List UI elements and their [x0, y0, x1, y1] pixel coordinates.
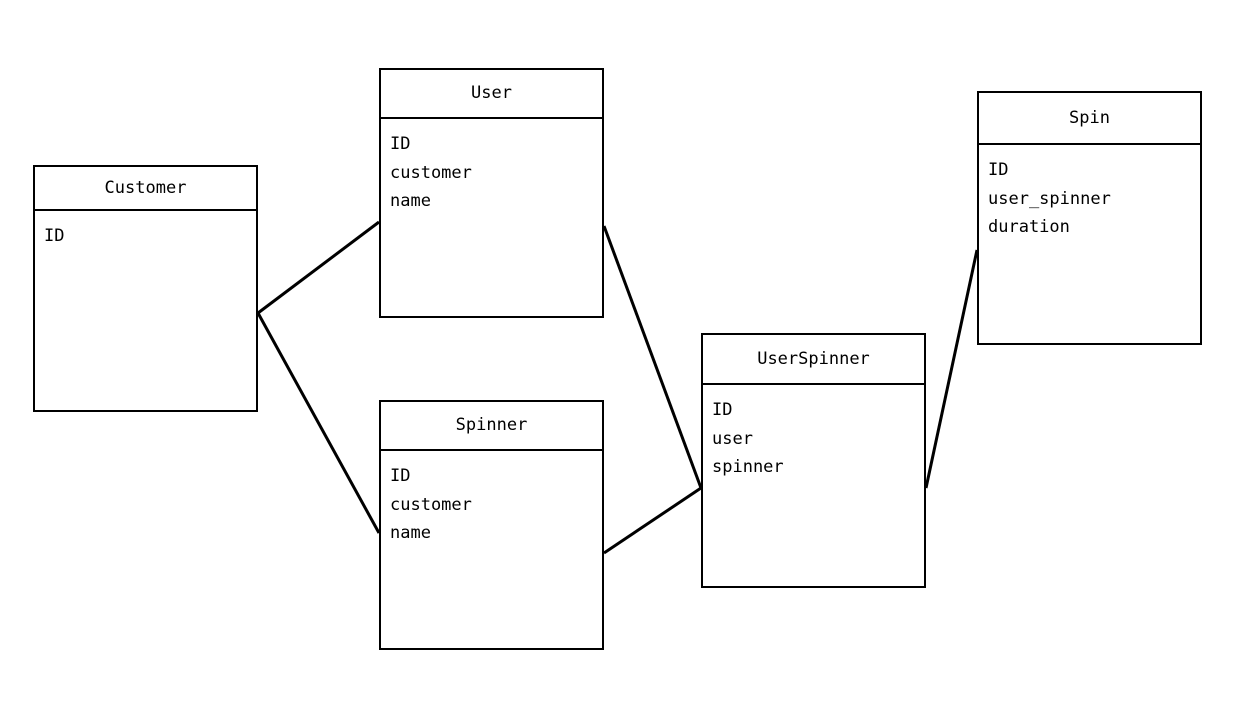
entity-spinner[interactable]: Spinner ID customer name: [379, 400, 604, 650]
edge-customer-to-spinner: [256, 312, 381, 534]
field-userspinner-id: ID: [712, 400, 733, 420]
entity-user-fields: ID customer name: [381, 119, 602, 216]
entity-customer[interactable]: Customer ID: [33, 165, 258, 412]
entity-user[interactable]: User ID customer name: [379, 68, 604, 318]
entity-customer-fields: ID: [35, 211, 256, 251]
field-spinner-name: name: [390, 523, 431, 543]
edge-spinner-to-userspinner: [603, 486, 702, 555]
entity-spinner-title: Spinner: [381, 402, 602, 451]
field-userspinner-spinner: spinner: [712, 457, 784, 477]
field-userspinner-user: user: [712, 428, 753, 449]
entity-customer-title: Customer: [35, 167, 256, 211]
field-customer-id: ID: [44, 226, 65, 246]
field-user-name: name: [390, 191, 431, 211]
entity-userspinner[interactable]: UserSpinner ID user spinner: [701, 333, 926, 588]
entity-spin-title: Spin: [979, 93, 1200, 145]
field-spinner-id: ID: [390, 466, 411, 486]
field-spin-duration: duration: [988, 217, 1070, 237]
entity-user-title: User: [381, 70, 602, 119]
edge-userspinner-to-spin: [924, 249, 979, 489]
entity-spin[interactable]: Spin ID user_spinner duration: [977, 91, 1202, 345]
entity-userspinner-title: UserSpinner: [703, 335, 924, 385]
entity-spin-fields: ID user_spinner duration: [979, 145, 1200, 242]
entity-spinner-fields: ID customer name: [381, 451, 602, 548]
field-spinner-customer: customer: [390, 494, 472, 515]
edge-customer-to-user: [257, 220, 380, 315]
field-spin-id: ID: [988, 160, 1009, 180]
edge-user-to-userspinner: [602, 225, 703, 489]
field-user-customer: customer: [390, 162, 472, 183]
field-spin-user-spinner: user_spinner: [988, 188, 1111, 209]
entity-userspinner-fields: ID user spinner: [703, 385, 924, 482]
field-user-id: ID: [390, 134, 411, 154]
